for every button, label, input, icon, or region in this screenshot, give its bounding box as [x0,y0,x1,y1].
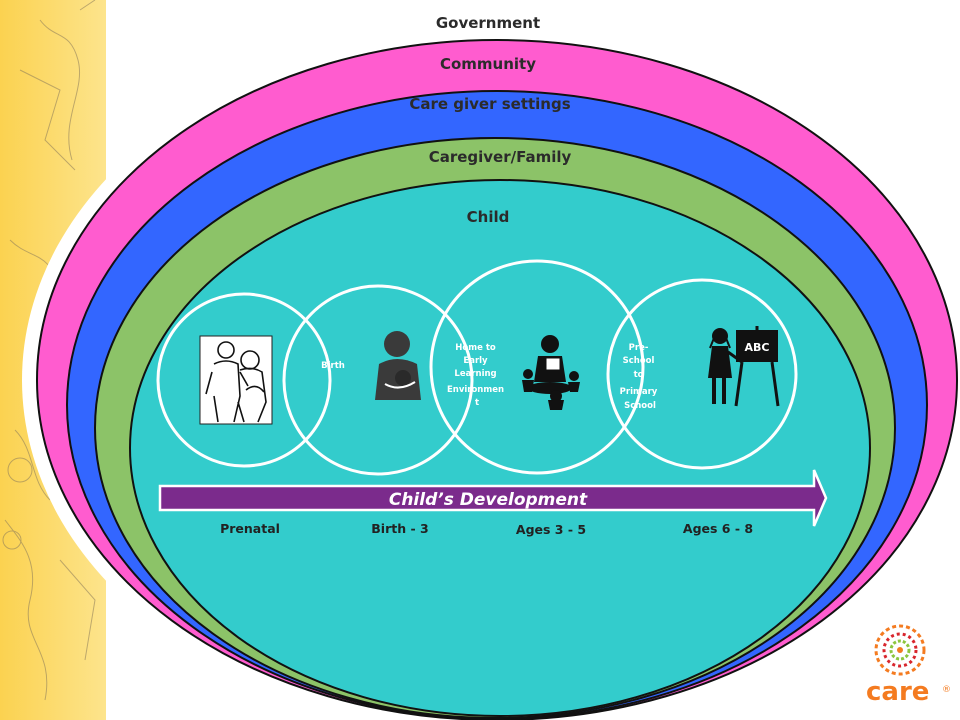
age-label-ages-3-5: Ages 3 - 5 [516,522,586,537]
community-label: Community [440,55,536,73]
care-burst-icon [874,624,926,676]
reading-group-icon [522,335,580,410]
chalkboard-text: ABC [745,341,770,354]
child-label: Child [467,208,510,226]
parents-icon [199,335,273,425]
stage-label-preschool: Pre- School to Primary School [620,343,661,411]
government-label: Government [436,14,540,32]
stage-label-home: Home to Early Learning Environmen t [447,343,507,408]
stage-circle-prenatal [156,292,332,468]
development-arrow-label: Child’s Development [389,490,588,510]
child-chalkboard-icon: ABC [708,326,780,407]
age-label-birth-3: Birth - 3 [371,521,428,536]
mother-baby-icon [375,331,421,400]
stage-circle-preschool [606,278,798,470]
development-arrow: Child’s Development [158,469,828,527]
stage-label-birth: Birth [321,361,345,371]
care-giver-settings-label: Care giver settings [409,95,570,113]
stage-circle-birth [282,284,474,476]
age-label-prenatal: Prenatal [220,521,280,536]
age-label-ages-6-8: Ages 6 - 8 [683,521,753,536]
stage-circles [156,259,798,476]
stage-circle-home [429,259,645,475]
registered-mark: ® [942,685,951,695]
care-wordmark: care [866,677,929,707]
care-logo: care ® [866,624,951,707]
layer-child [129,179,871,717]
caregiver-family-label: Caregiver/Family [429,148,572,166]
